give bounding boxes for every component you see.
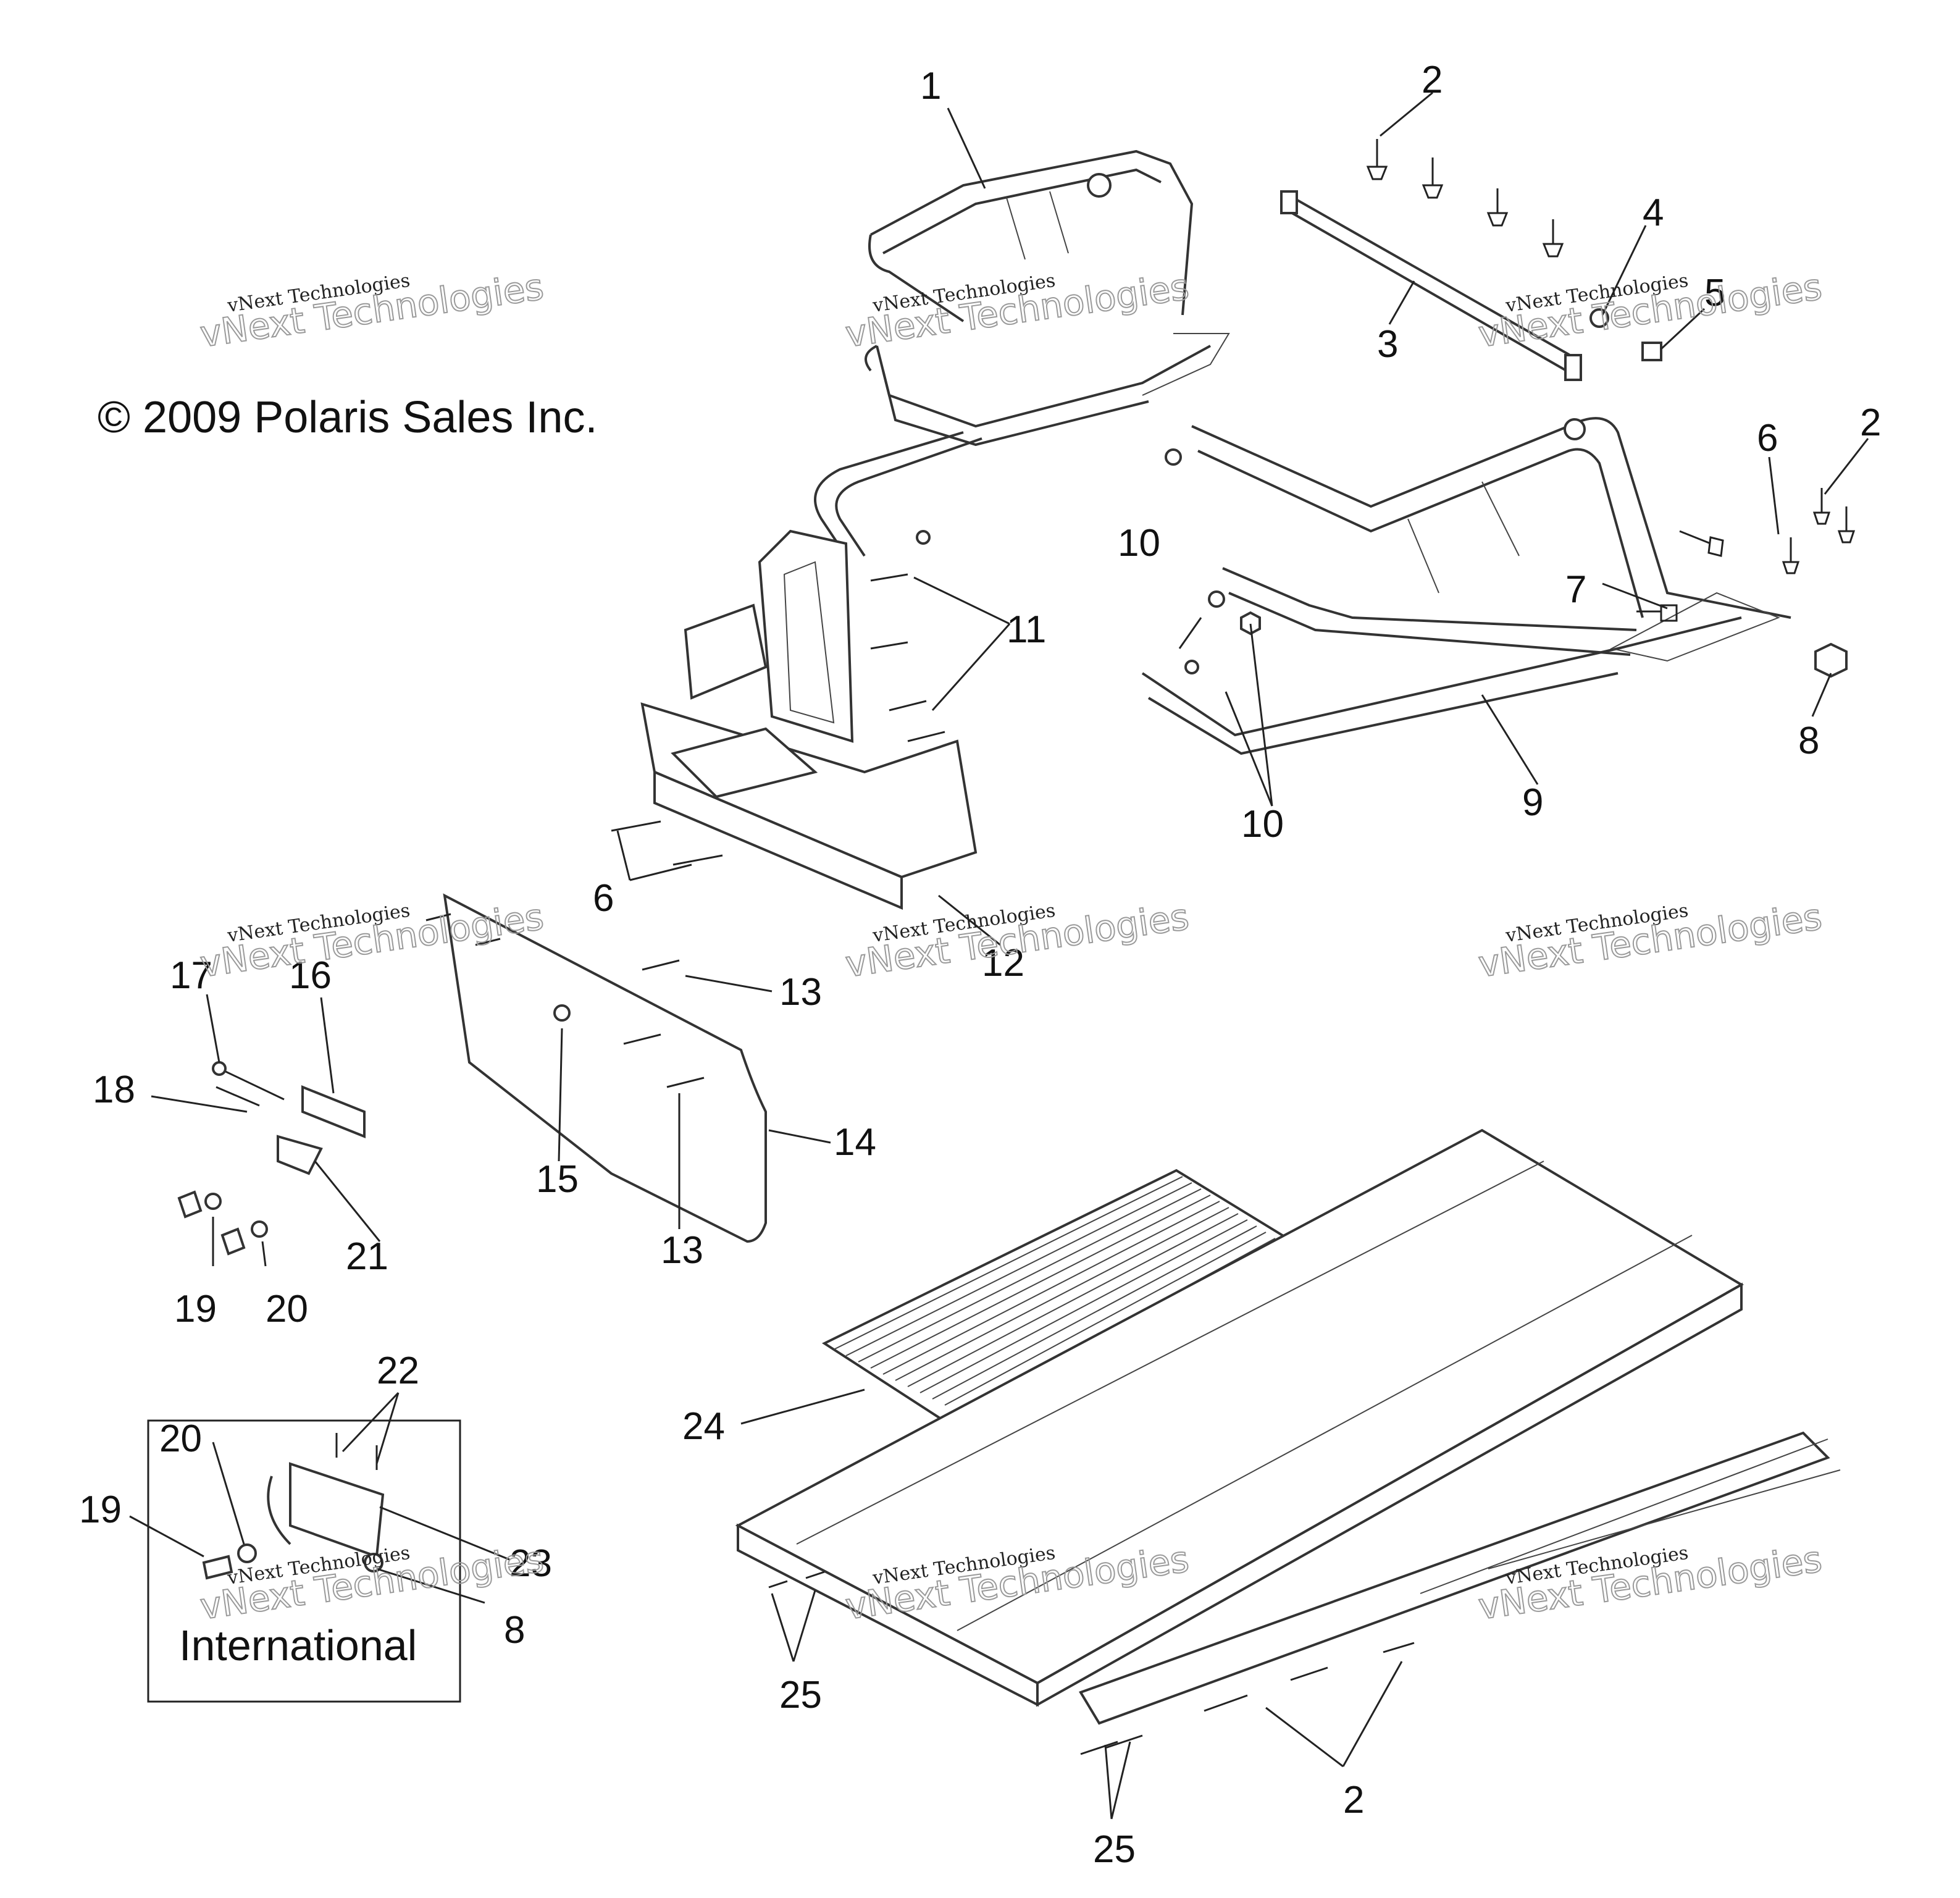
watermark-1: vNext Technologies vNext Technologies <box>197 265 547 356</box>
callout-24: 24 <box>682 1405 725 1448</box>
callout-19: 19 <box>174 1288 217 1330</box>
callout-25: 25 <box>1093 1828 1136 1871</box>
leader-lines <box>129 91 1869 1820</box>
callout-9: 9 <box>1522 781 1543 824</box>
callout-8: 8 <box>504 1609 525 1652</box>
callout-5: 5 <box>1704 272 1725 314</box>
callout-15: 15 <box>536 1158 579 1201</box>
callout-1: 1 <box>920 65 941 107</box>
international-label: International <box>179 1621 417 1669</box>
callout-2: 2 <box>1860 401 1881 444</box>
watermark-2: vNext Technologies vNext Technologies <box>842 265 1192 356</box>
callout-17: 17 <box>170 954 212 997</box>
callout-16: 16 <box>289 954 332 997</box>
rivets-25-2-bottom <box>768 1571 1415 1755</box>
watermark-6: vNext Technologies vNext Technologies <box>1475 895 1825 986</box>
part-24-floor-pan <box>735 1128 1841 1725</box>
rivets-2-top <box>1366 139 1564 258</box>
callout-10: 10 <box>1118 522 1160 565</box>
callout-2: 2 <box>1343 1779 1364 1821</box>
callout-18: 18 <box>93 1069 135 1111</box>
callout-2: 2 <box>1422 59 1443 101</box>
part-9-side-frame <box>1141 417 1848 755</box>
callout-22: 22 <box>377 1350 419 1392</box>
callout-20: 20 <box>159 1417 202 1460</box>
callout-12: 12 <box>982 942 1024 985</box>
callout-19: 19 <box>79 1489 122 1531</box>
copyright-text: © 2009 Polaris Sales Inc. <box>98 393 597 442</box>
callout-25: 25 <box>779 1674 822 1716</box>
callout-13: 13 <box>779 971 822 1014</box>
callout-6: 6 <box>1757 417 1778 460</box>
callout-8: 8 <box>1798 720 1819 762</box>
callout-7: 7 <box>1565 568 1586 611</box>
parts-16-21-hitch <box>177 1061 366 1256</box>
part-12-seat-base <box>611 529 978 910</box>
callout-3: 3 <box>1377 323 1398 366</box>
fasteners-6-7-2-right <box>1636 488 1856 622</box>
international-inset: International <box>147 1419 461 1703</box>
callout-23: 23 <box>509 1542 552 1585</box>
callout-4: 4 <box>1643 191 1664 234</box>
callout-14: 14 <box>834 1121 876 1164</box>
part-3-crossbar <box>1280 190 1662 381</box>
callout-21: 21 <box>346 1235 388 1278</box>
callout-numbers: 1 2 3 4 5 6 2 10 7 11 8 9 10 6 12 17 16 … <box>79 59 1881 1871</box>
callout-20: 20 <box>266 1288 308 1330</box>
callout-13: 13 <box>661 1229 703 1272</box>
callout-6: 6 <box>593 877 614 920</box>
part-14-panel <box>425 893 767 1243</box>
part-1-cab-frame <box>814 149 1230 557</box>
callout-10: 10 <box>1241 803 1284 846</box>
callout-11: 11 <box>1007 608 1046 651</box>
watermark-3: vNext Technologies vNext Technologies <box>1475 265 1825 356</box>
